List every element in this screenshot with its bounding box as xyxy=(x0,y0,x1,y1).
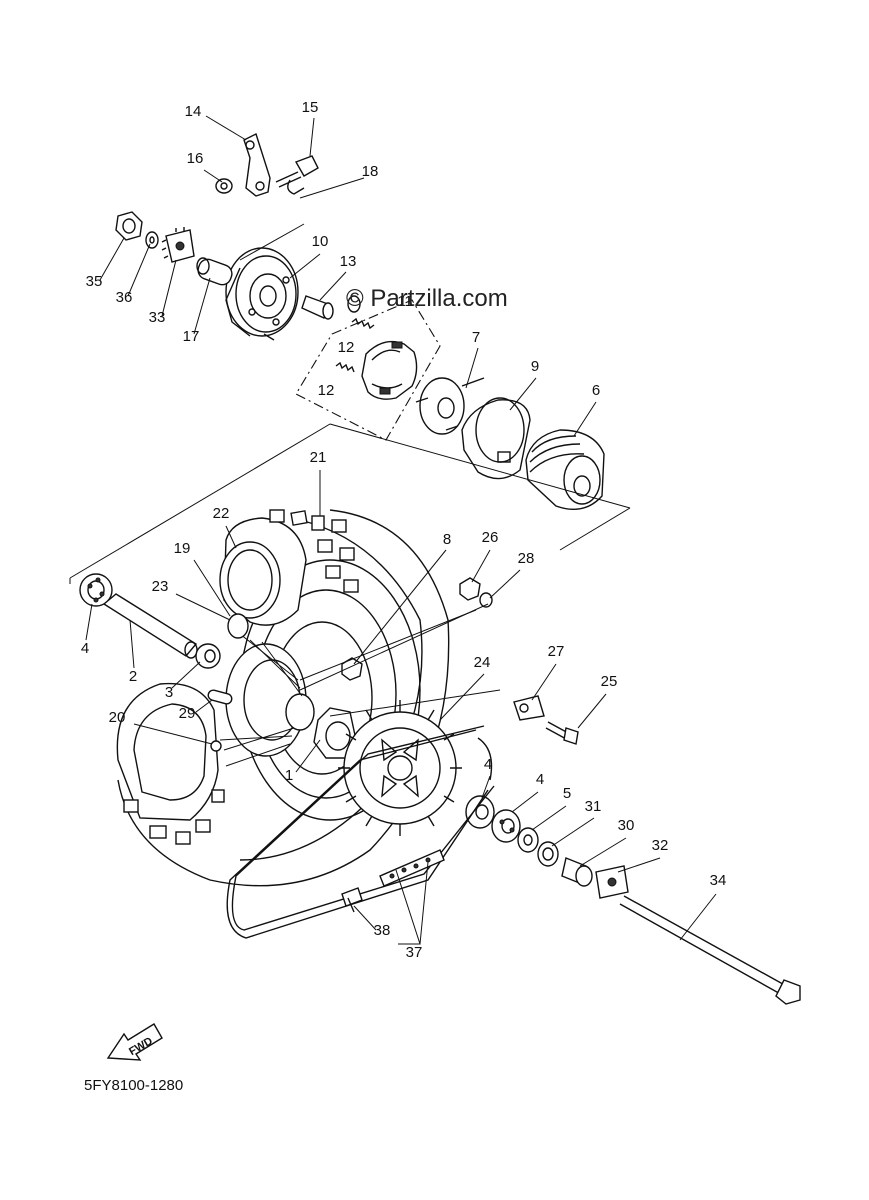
collar-5 xyxy=(517,827,539,853)
callout-c4c: 4 xyxy=(536,771,544,788)
master-link xyxy=(341,887,363,913)
lever-nut xyxy=(215,178,233,194)
chain-puller xyxy=(513,695,545,721)
drum-housing xyxy=(525,429,605,510)
collar-30 xyxy=(561,857,593,887)
callout-c31: 31 xyxy=(585,798,602,815)
sprocket-washer xyxy=(479,592,493,608)
chain-adjuster-33 xyxy=(161,227,195,263)
callout-c14: 14 xyxy=(185,103,202,120)
brake-panel xyxy=(225,247,299,341)
hub-pin xyxy=(207,689,233,705)
callout-c7: 7 xyxy=(472,329,480,346)
chain-sample xyxy=(379,849,445,887)
axle-nut xyxy=(115,211,143,241)
callout-c20: 20 xyxy=(109,709,126,726)
rear-axle xyxy=(619,895,801,1005)
callout-c30: 30 xyxy=(618,817,635,834)
return-spring-a xyxy=(351,317,375,330)
callout-c9: 9 xyxy=(531,358,539,375)
valve-nut xyxy=(210,740,222,752)
rear-wheel xyxy=(116,509,450,887)
hub-collar-3 xyxy=(195,643,221,669)
callout-c6: 6 xyxy=(592,382,600,399)
drive-chain xyxy=(226,725,495,939)
brake-shoes xyxy=(361,340,418,400)
forward-arrow-icon: FWD xyxy=(106,1023,163,1061)
watermark: © Partzilla.com xyxy=(346,285,508,312)
callout-c28: 28 xyxy=(518,550,535,567)
oil-seal xyxy=(537,841,559,867)
callout-c13: 13 xyxy=(340,253,357,270)
callout-c3: 3 xyxy=(165,684,173,701)
circlip xyxy=(347,295,361,313)
callout-c34: 34 xyxy=(710,872,727,889)
bearing-right-b xyxy=(491,809,521,843)
callout-c33: 33 xyxy=(149,309,166,326)
diagram-code: 5FY8100-1280 xyxy=(84,1077,183,1094)
callout-c4a: 4 xyxy=(81,640,89,657)
callout-c32: 32 xyxy=(652,837,669,854)
callout-leaders xyxy=(85,115,717,945)
callout-c35: 35 xyxy=(86,273,103,290)
callout-c29: 29 xyxy=(179,705,196,722)
callout-c38: 38 xyxy=(374,922,391,939)
brake-camshaft xyxy=(196,257,233,286)
callout-c26: 26 xyxy=(482,529,499,546)
washer-36 xyxy=(145,231,159,249)
callout-c12a: 12 xyxy=(338,339,355,356)
callout-c37: 37 xyxy=(406,944,423,961)
chain-adjuster-32 xyxy=(595,865,629,899)
callout-c5: 5 xyxy=(563,785,571,802)
callout-c11: 11 xyxy=(397,293,413,310)
bearing-left xyxy=(79,573,113,607)
callout-c22: 22 xyxy=(213,505,230,522)
sprocket-nut xyxy=(459,577,481,601)
callout-c17: 17 xyxy=(183,328,200,345)
callout-c10: 10 xyxy=(312,233,329,250)
callout-c24: 24 xyxy=(474,654,491,671)
callout-c23: 23 xyxy=(152,578,169,595)
callout-c15: 15 xyxy=(302,99,319,116)
bearing-right-a xyxy=(465,795,495,829)
callout-c12b: 12 xyxy=(318,382,335,399)
callout-c1: 1 xyxy=(285,767,293,784)
callout-c27: 27 xyxy=(548,643,565,660)
brake-bolt xyxy=(301,295,334,320)
rear-sprocket xyxy=(338,700,462,836)
brake-shoe-kit-box xyxy=(295,299,441,441)
callout-c21: 21 xyxy=(310,449,327,466)
callout-c16: 16 xyxy=(187,150,204,167)
brake-drum xyxy=(461,397,531,480)
callout-c18: 18 xyxy=(362,163,379,180)
lever-bolt xyxy=(275,155,319,188)
callout-c8: 8 xyxy=(443,531,451,548)
hub-collar xyxy=(227,613,249,639)
callout-c4b: 4 xyxy=(484,756,492,773)
return-spring-b xyxy=(335,361,355,373)
callout-c36: 36 xyxy=(116,289,133,306)
callout-c25: 25 xyxy=(601,673,618,690)
assembly-lines xyxy=(69,223,631,717)
callout-c2: 2 xyxy=(129,668,137,685)
hub-plate xyxy=(415,377,485,435)
brake-cam-lever xyxy=(243,133,271,197)
cable-clip xyxy=(287,179,305,195)
hub-spacer xyxy=(102,593,198,659)
puller-bolt xyxy=(545,721,579,745)
callout-c19: 19 xyxy=(174,540,191,557)
